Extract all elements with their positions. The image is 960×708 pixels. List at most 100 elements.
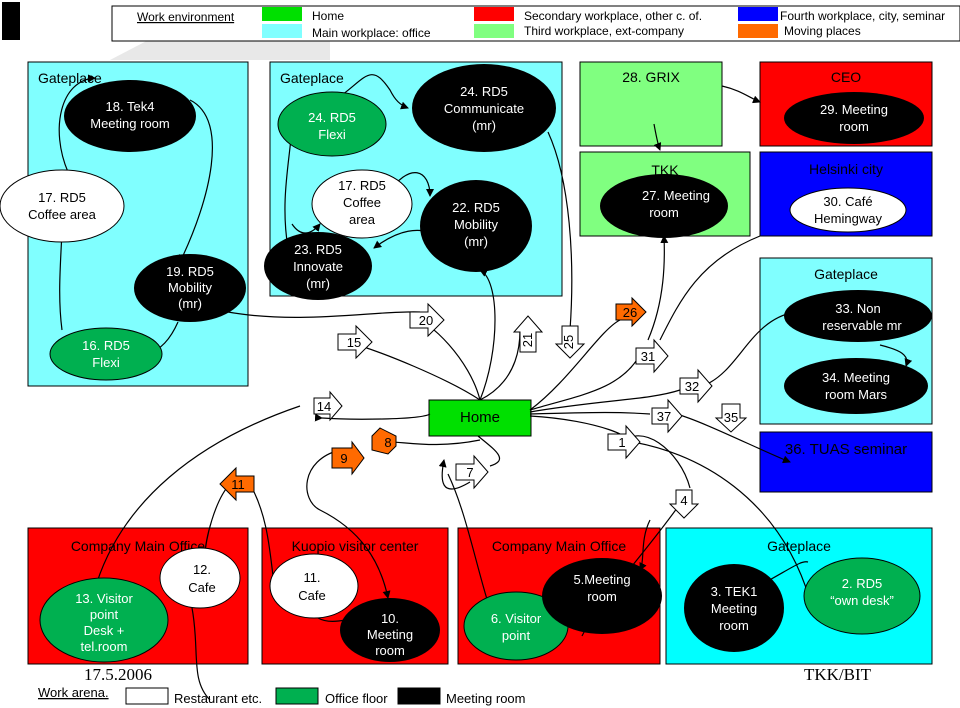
legend-swatch-fourth: [738, 7, 778, 21]
svg-text:12.: 12.: [193, 562, 211, 577]
legend-label-main: Main workplace: office: [312, 26, 431, 40]
corner-block: [2, 2, 20, 40]
svg-text:tel.room: tel.room: [81, 639, 128, 654]
svg-text:37: 37: [657, 409, 671, 424]
svg-text:30. Café: 30. Café: [823, 194, 872, 209]
node-17-coffee-area-1: 17. RD5 Coffee area: [0, 169, 125, 243]
svg-text:room: room: [839, 119, 869, 134]
legend-label-fourth: Fourth workplace, city, seminar: [780, 9, 945, 23]
svg-text:area: area: [349, 212, 376, 227]
svg-text:20: 20: [419, 313, 433, 328]
legend-label-restaurant: Restaurant etc.: [174, 691, 262, 706]
node-24-flexi: 24. RD5 Flexi: [277, 91, 387, 157]
svg-text:Coffee: Coffee: [343, 195, 381, 210]
legend-work-arena: Work arena.: [38, 685, 109, 700]
node-12-cafe: 12. Cafe: [159, 547, 241, 609]
legend-swatch-restaurant: [125, 687, 169, 705]
svg-text:3. TEK1: 3. TEK1: [711, 584, 758, 599]
area-title-grix: 28. GRIX: [622, 69, 680, 85]
svg-text:(mr): (mr): [306, 276, 330, 291]
step-arrow-32: 32: [679, 368, 713, 404]
svg-text:19. RD5: 19. RD5: [166, 264, 214, 279]
node-11-cafe: 11. Cafe: [269, 553, 359, 619]
svg-text:24. RD5: 24. RD5: [308, 110, 356, 125]
area-title-tuas: 36. TUAS seminar: [785, 441, 907, 458]
svg-text:Meeting: Meeting: [367, 627, 413, 642]
svg-text:room: room: [587, 589, 617, 604]
area-title-tkk: TKK: [651, 162, 679, 178]
home-label: Home: [460, 409, 500, 426]
node-10-meeting-room: 10. Meeting room: [340, 598, 440, 662]
svg-text:(mr): (mr): [178, 296, 202, 311]
legend-swatch-home: [262, 7, 302, 21]
svg-text:point: point: [502, 628, 531, 643]
legend-label-home: Home: [312, 9, 344, 23]
node-5-meeting-room: 5.Meeting room: [542, 558, 662, 634]
step-arrow-4: 4: [668, 489, 700, 519]
svg-text:Coffee area: Coffee area: [28, 207, 96, 222]
svg-text:Mobility: Mobility: [168, 280, 213, 295]
svg-text:27. Meeting: 27. Meeting: [642, 188, 710, 203]
legend-swatch-moving: [738, 24, 778, 38]
svg-text:Cafe: Cafe: [188, 580, 215, 595]
node-18-tek4: 18. Tek4 Meeting room: [64, 80, 196, 152]
svg-text:8: 8: [384, 435, 391, 450]
node-3-tek1-meeting-room: 3. TEK1 Meeting room: [684, 564, 784, 652]
legend-swatch-main: [262, 24, 302, 38]
svg-text:6. Visitor: 6. Visitor: [491, 611, 542, 626]
node-17-coffee-area-2: 17. RD5 Coffee area: [311, 169, 413, 239]
svg-text:Cafe: Cafe: [298, 588, 325, 603]
svg-text:10.: 10.: [381, 611, 399, 626]
svg-text:“own desk”: “own desk”: [830, 593, 894, 608]
svg-text:Mobility: Mobility: [454, 217, 499, 232]
svg-text:24. RD5: 24. RD5: [460, 84, 508, 99]
svg-text:32: 32: [685, 379, 699, 394]
svg-text:4: 4: [680, 493, 687, 508]
bottom-legend: Work arena. Restaurant etc. Office floor…: [38, 685, 525, 706]
step-arrow-11: 11: [219, 466, 255, 502]
svg-text:reservable mr: reservable mr: [822, 318, 902, 333]
step-arrow-25: 25: [554, 325, 586, 359]
svg-text:21: 21: [520, 333, 535, 347]
legend-swatch-meeting-room: [397, 687, 441, 705]
svg-text:point: point: [90, 607, 119, 622]
step-arrow-15: 15: [337, 324, 373, 360]
step-arrow-1: 1: [607, 424, 641, 460]
svg-text:(mr): (mr): [464, 234, 488, 249]
node-22-mobility: 22. RD5 Mobility (mr): [420, 180, 532, 272]
legend-swatch-secondary: [474, 7, 514, 21]
svg-text:11: 11: [231, 477, 245, 492]
legend-label-meeting-room: Meeting room: [446, 691, 525, 706]
step-arrow-31: 31: [635, 338, 669, 374]
node-29-meeting-room: 29. Meeting room: [784, 92, 924, 144]
svg-text:room Mars: room Mars: [825, 387, 888, 402]
svg-text:17. RD5: 17. RD5: [338, 178, 386, 193]
svg-text:35: 35: [724, 410, 738, 425]
svg-text:11.: 11.: [303, 570, 320, 585]
legend-label-third: Third workplace, ext-company: [524, 24, 684, 38]
node-2-own-desk: 2. RD5 “own desk”: [803, 557, 921, 635]
svg-text:31: 31: [641, 349, 655, 364]
svg-text:Flexi: Flexi: [318, 127, 346, 142]
legend-label-secondary: Secondary workplace, other c. of.: [524, 9, 702, 23]
svg-text:14: 14: [317, 399, 331, 414]
step-arrow-7: 7: [455, 454, 489, 490]
step-arrow-26: 26: [615, 296, 647, 328]
svg-text:22. RD5: 22. RD5: [452, 200, 500, 215]
step-arrow-9: 9: [331, 440, 365, 476]
svg-text:18. Tek4: 18. Tek4: [106, 99, 155, 114]
legend-swatch-third: [474, 24, 514, 38]
svg-text:25: 25: [561, 335, 576, 349]
area-title-cmo-2: Company Main Office: [492, 538, 627, 554]
legend-work-environment: Work environment: [137, 10, 235, 24]
svg-text:34. Meeting: 34. Meeting: [822, 370, 890, 385]
area-title-helsinki: Helsinki city: [809, 161, 883, 177]
area-title-kuopio: Kuopio visitor center: [292, 538, 419, 554]
area-title-gateplace-3: Gateplace: [814, 266, 878, 282]
node-30-cafe-hemingway: 30. Café Hemingway: [789, 187, 907, 233]
svg-text:23. RD5: 23. RD5: [294, 242, 342, 257]
svg-text:29. Meeting: 29. Meeting: [820, 102, 888, 117]
svg-text:Meeting: Meeting: [711, 601, 757, 616]
step-arrow-14: 14: [313, 390, 343, 422]
